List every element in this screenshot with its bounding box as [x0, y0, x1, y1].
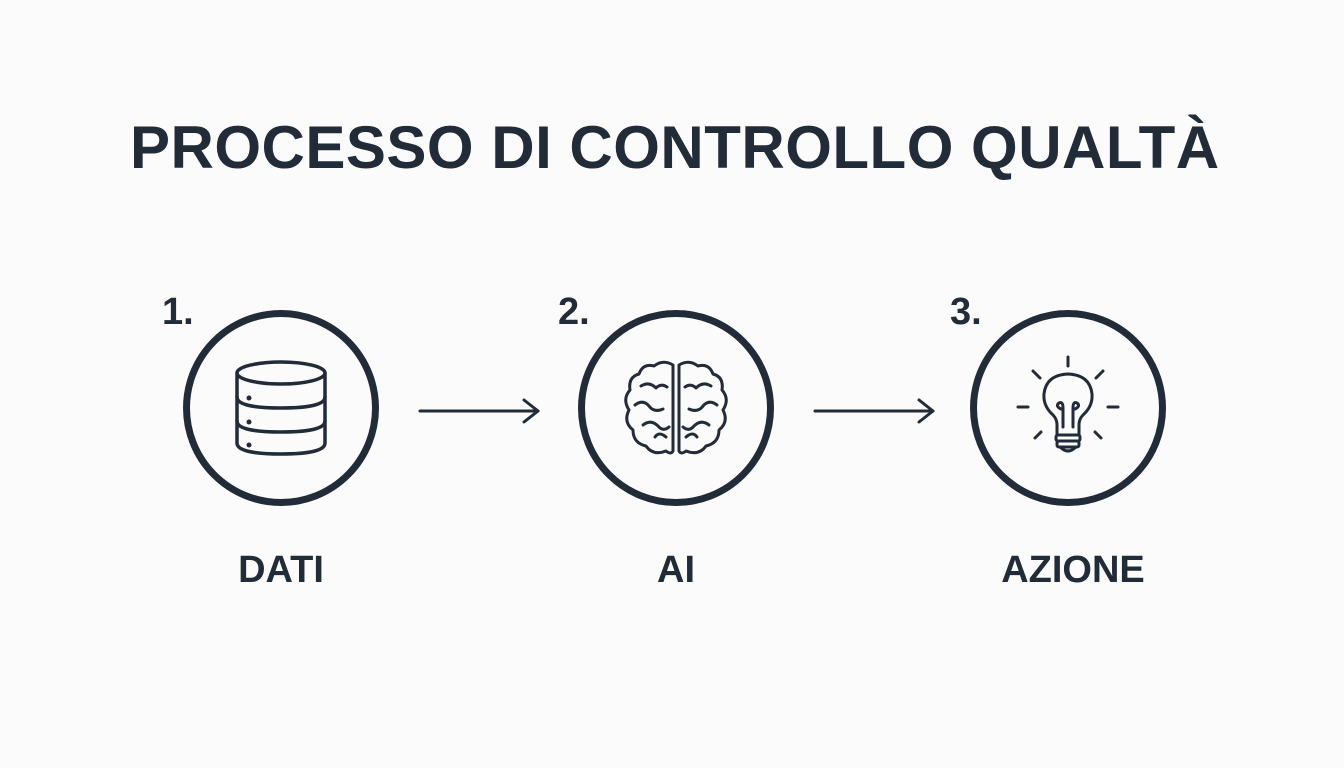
- step-circle-1: [183, 310, 379, 506]
- step-number-2: 2.: [558, 291, 590, 333]
- brain-icon: [624, 360, 728, 455]
- lightbulb-icon: [1016, 355, 1120, 453]
- step-label-ai: AI: [657, 549, 695, 591]
- diagram-title: PROCESSO DI CONTROLLO QUALTÀ: [130, 114, 1220, 181]
- arrow-right-icon: [418, 398, 540, 424]
- step-label-azione: AZIONE: [1001, 549, 1145, 591]
- step-circle-2: [578, 310, 774, 506]
- step-number-3: 3.: [950, 291, 982, 333]
- arrow-right-icon: [813, 398, 935, 424]
- step-circle-3: [970, 310, 1166, 506]
- database-icon: [235, 360, 327, 456]
- step-label-dati: DATI: [238, 549, 324, 591]
- step-number-1: 1.: [162, 291, 194, 333]
